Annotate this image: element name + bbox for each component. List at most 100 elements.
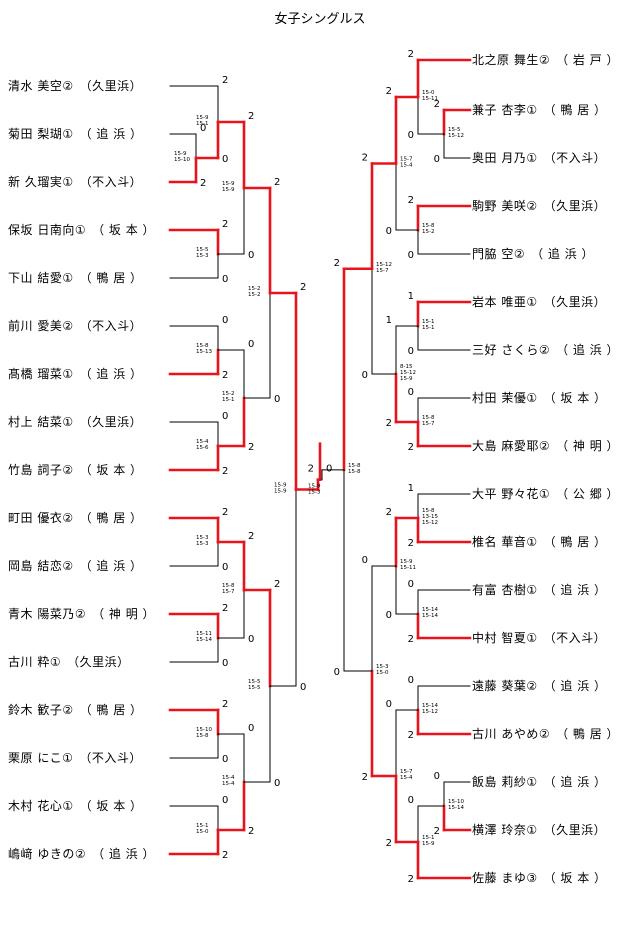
left-player-entry: 保坂 日南向①（ 坂 本 ） [8, 223, 155, 237]
player-name: 菊田 梨瑚① [8, 127, 74, 141]
match-score: 2 [274, 177, 280, 188]
match-score: 0 [222, 315, 228, 326]
game-score: 15-1 [222, 397, 234, 403]
game-score: 15-2 [222, 391, 234, 397]
game-score: 15-5 [448, 127, 461, 133]
player-name: 新 久瑠実① [8, 175, 74, 189]
game-score: 15-10 [196, 727, 212, 733]
player-name: 栗原 にこ① [8, 751, 74, 765]
player-name: 清水 美空② [8, 79, 74, 93]
match-score: 0 [248, 339, 254, 350]
final-score: 2 [308, 464, 314, 475]
right-player-entry: 古川 あやめ②（ 鴨 居 ） [472, 727, 619, 741]
right-player-entry: 駒野 美咲② （久里浜） [472, 199, 606, 213]
match-score: 2 [408, 874, 414, 885]
game-score: 15-2 [248, 292, 260, 298]
game-score: 15-5 [196, 247, 209, 253]
match-score: 0 [408, 250, 414, 261]
match-score: 0 [200, 123, 206, 134]
game-score: 15-11 [422, 96, 438, 102]
match-score: 2 [408, 442, 414, 453]
player-team: （ 神 明 ） [92, 607, 156, 621]
player-name: 竹島 詞子② [8, 463, 74, 477]
player-team: （ 鴨 居 ） [79, 271, 143, 285]
game-score: 15-0 [376, 670, 389, 676]
player-name: 青木 陽菜乃② [8, 607, 87, 621]
match-score: 0 [408, 387, 414, 398]
match-score: 0 [408, 795, 414, 806]
right-player-entry: 北之原 舞生②（ 岩 戸 ） [472, 53, 619, 67]
match-score: 0 [362, 555, 368, 566]
player-team: （久里浜） [543, 199, 607, 213]
match-score: 0 [408, 130, 414, 141]
final-score: 0 [326, 464, 332, 475]
match-score: 2 [222, 219, 228, 230]
game-score: 15-1 [422, 835, 434, 841]
match-score: 2 [386, 507, 392, 518]
player-team: （ 神 明 ） [556, 439, 620, 453]
match-score: 2 [434, 826, 440, 837]
match-score: 2 [334, 258, 340, 269]
left-player-entry: 清水 美空②（久里浜） [8, 79, 142, 93]
player-team: （ 追 浜 ） [556, 343, 620, 357]
right-player-entry: 門脇 空②（ 追 浜 ） [472, 247, 594, 261]
player-team: （ 坂 本 ） [92, 223, 156, 237]
game-score: 15-1 [422, 319, 434, 325]
match-score: 1 [408, 291, 414, 302]
player-name: 前川 愛美② [8, 319, 74, 333]
player-team: （ 追 浜 ） [79, 127, 143, 141]
game-score: 15-3 [376, 664, 389, 670]
player-team: （ 坂 本 ） [543, 871, 607, 885]
right-player-entry: 佐藤 まゆ③ （ 坂 本 ） [472, 871, 607, 885]
match-score: 0 [222, 562, 228, 573]
final-game-score: 15-3 [308, 490, 321, 496]
game-score: 15-9 [196, 115, 209, 121]
game-score: 15-4 [400, 163, 413, 169]
player-team: （ 坂 本 ） [79, 799, 143, 813]
player-name: 駒野 美咲② [472, 199, 538, 213]
player-team: （不入斗） [543, 631, 607, 645]
game-score: 15-6 [196, 445, 209, 451]
game-score: 15-8 [196, 733, 209, 739]
player-team: （ 追 浜 ） [543, 775, 607, 789]
game-score: 15-2 [248, 286, 260, 292]
left-player-entry: 菊田 梨瑚① （ 追 浜 ） [8, 127, 143, 141]
player-team: （ 鴨 居 ） [556, 727, 620, 741]
match-score: 0 [222, 658, 228, 669]
player-name: 門脇 空② [472, 247, 526, 261]
player-name: 大平 野々花① [472, 487, 551, 501]
match-score: 0 [274, 394, 280, 405]
game-score: 15-0 [196, 829, 209, 835]
match-score: 2 [408, 49, 414, 60]
player-name: 有富 杏樹① [472, 583, 538, 597]
player-name: 村田 茉優① [472, 391, 538, 405]
left-player-entry: 青木 陽菜乃② （ 神 明 ） [8, 607, 155, 621]
left-player-entry: 栗原 にこ① （不入斗） [8, 751, 142, 765]
player-name: 髙橋 瑠菜① [8, 367, 74, 381]
left-player-entry: 鈴木 歓子②（ 鴨 居 ） [8, 703, 143, 717]
game-score: 15-7 [400, 769, 413, 775]
game-score: 15-10 [174, 157, 190, 163]
player-name: 木村 花心① [8, 799, 74, 813]
left-player-entry: 村上 結菜①（久里浜） [8, 415, 142, 429]
game-score: 15-7 [222, 589, 235, 595]
game-score: 15-12 [400, 370, 416, 376]
player-team: （不入斗） [79, 751, 142, 765]
player-name: 佐藤 まゆ③ [472, 871, 538, 885]
game-score: 15-10 [448, 799, 464, 805]
right-player-entry: 大島 麻愛耶②（ 神 明 ） [472, 439, 619, 453]
player-team: （ 追 浜 ） [543, 679, 607, 693]
match-score: 0 [222, 411, 228, 422]
right-player-entry: 遠藤 葵葉②（ 追 浜 ） [472, 679, 607, 693]
game-score: 15-4 [196, 439, 209, 445]
player-name: 町田 優衣② [8, 511, 74, 525]
left-player-entry: 岡島 結恋②（ 追 浜 ） [8, 559, 143, 573]
left-player-entry: 前川 愛美② （不入斗） [8, 319, 142, 333]
right-player-entry: 村田 茉優①（ 坂 本 ） [472, 391, 607, 405]
game-score: 15-7 [400, 157, 413, 163]
player-team: （久里浜） [67, 655, 130, 669]
match-score: 2 [274, 579, 280, 590]
player-team: （不入斗） [79, 319, 143, 333]
player-name: 嶋﨑 ゆきの② [8, 847, 87, 861]
right-player-entry: 横澤 玲奈①（久里浜） [472, 823, 606, 837]
